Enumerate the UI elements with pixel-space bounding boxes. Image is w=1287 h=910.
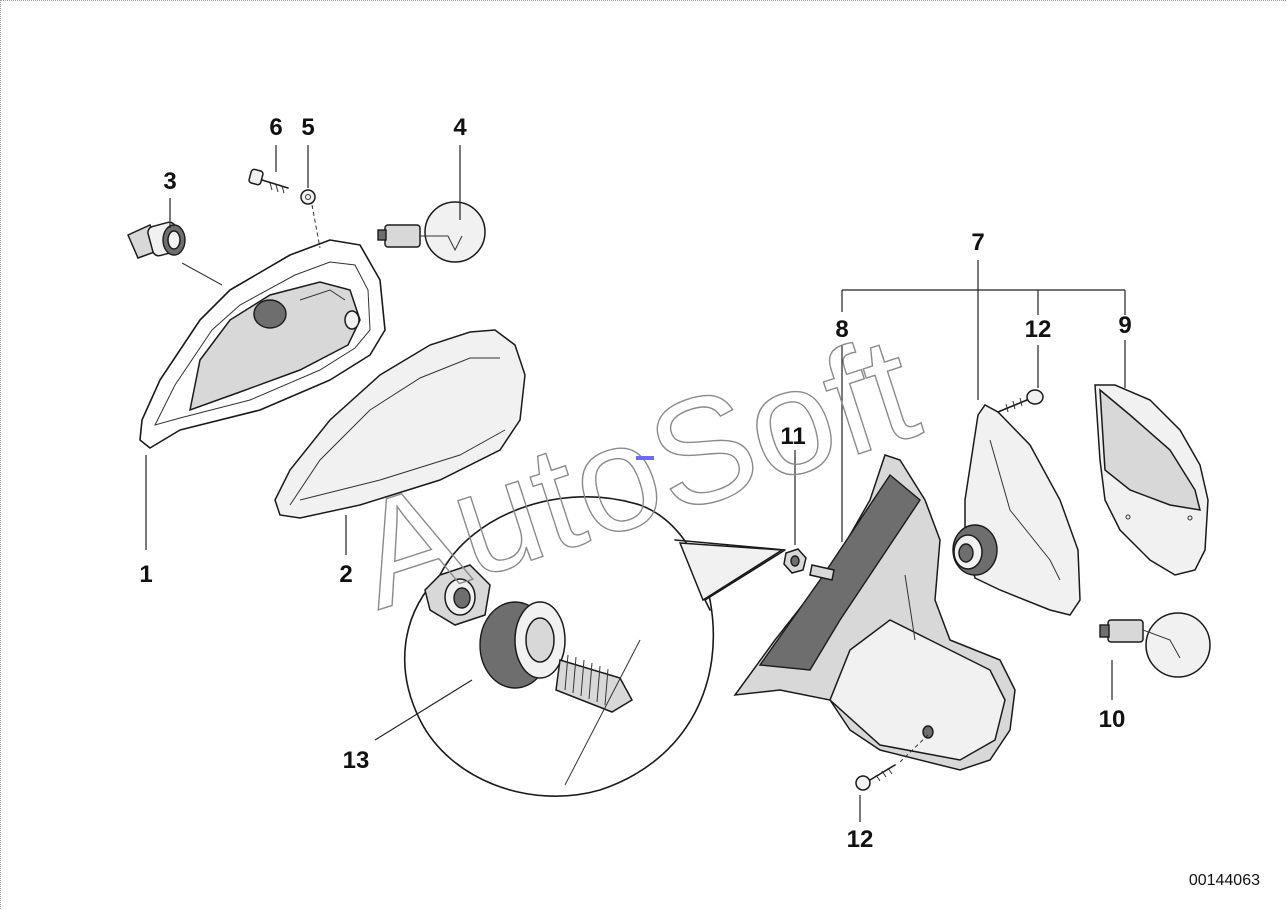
part-3-socket[interactable]	[127, 221, 186, 259]
assembly-line-socket	[181, 262, 223, 286]
callout-11: 11	[780, 423, 805, 450]
part-7-reflector-housing[interactable]	[952, 404, 1081, 616]
callout-10: 10	[1099, 706, 1126, 733]
part-10-bulb[interactable]	[1099, 612, 1211, 678]
callout-3: 3	[163, 168, 176, 195]
part-11-nut[interactable]	[783, 548, 835, 581]
callout-2: 2	[339, 561, 352, 588]
callout-9: 9	[1118, 312, 1131, 339]
callout-4: 4	[453, 114, 467, 141]
detail-view-13	[403, 496, 786, 797]
part-1-housing[interactable]	[139, 239, 386, 449]
detail-stud	[555, 654, 634, 713]
callout-13: 13	[343, 747, 370, 774]
detail-grommet	[479, 601, 566, 689]
part-4-bulb[interactable]	[377, 201, 486, 263]
watermark-dash	[636, 456, 654, 460]
document-number: 00144063	[1189, 872, 1260, 889]
callout-labels: 1 2 3 4 5 6 7 8 9 10 11 12 12 13	[139, 114, 1131, 853]
leader-lines	[145, 145, 1126, 822]
part-8-bracket[interactable]	[733, 454, 1016, 771]
part-12-screw-lower[interactable]	[855, 734, 929, 791]
callout-12-upper: 12	[1025, 316, 1052, 343]
detail-nut	[424, 564, 491, 626]
callout-5: 5	[301, 114, 314, 141]
callout-1: 1	[139, 561, 152, 588]
callout-8: 8	[835, 316, 848, 343]
part-9-lens[interactable]	[1094, 384, 1209, 576]
part-12-screw-upper[interactable]	[997, 389, 1044, 413]
assembly-line-screw	[311, 204, 321, 249]
part-5-washer[interactable]	[300, 189, 316, 205]
callout-7: 7	[971, 229, 984, 256]
part-6-screw[interactable]	[248, 168, 289, 194]
callout-6: 6	[269, 114, 282, 141]
callout-12-lower: 12	[847, 826, 874, 853]
part-2-lens[interactable]	[274, 329, 526, 519]
